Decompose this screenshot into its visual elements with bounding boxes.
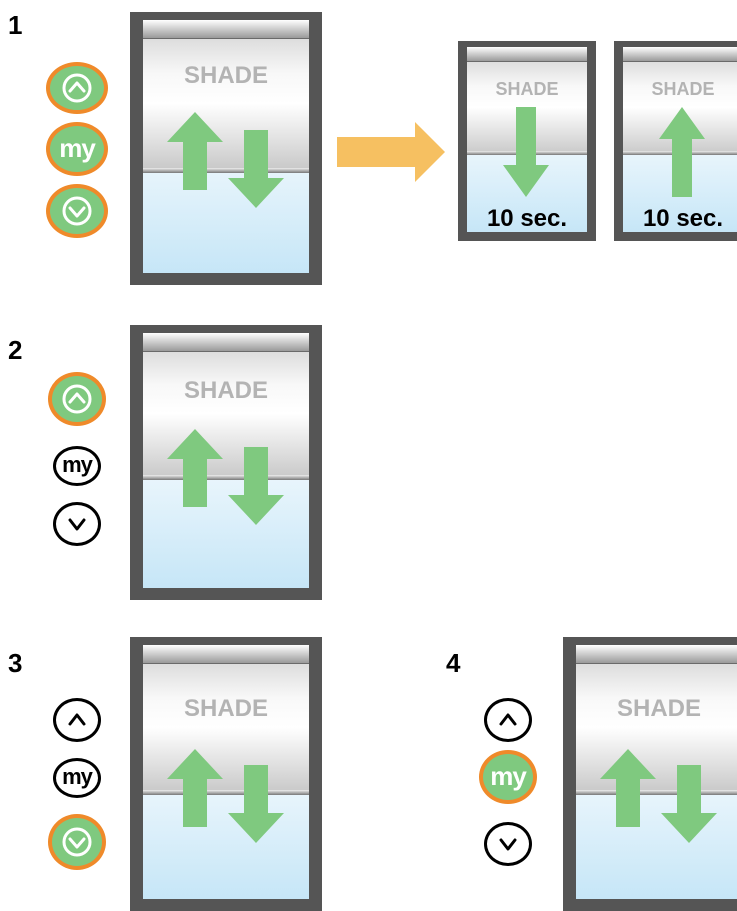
chevron-up-icon (68, 713, 86, 726)
transition-arrow-icon (337, 122, 445, 182)
chevron-up-icon (499, 713, 517, 726)
up-arrow-icon (600, 749, 656, 827)
chevron-down-icon (499, 838, 517, 851)
shade-window: SHADE (130, 637, 322, 911)
down-arrow-icon (228, 765, 284, 843)
step-number: 2 (8, 335, 23, 365)
up-button[interactable] (53, 698, 101, 742)
down-arrow-icon (503, 107, 549, 197)
chevron-down-icon (62, 827, 92, 857)
shade-label: SHADE (616, 695, 701, 722)
shade-label: SHADE (651, 79, 715, 99)
shade-label: SHADE (183, 695, 268, 722)
down-arrow-icon (228, 130, 284, 208)
down-button[interactable] (46, 184, 108, 238)
chevron-down-icon (62, 196, 92, 226)
up-button[interactable] (46, 62, 108, 114)
up-button[interactable] (484, 698, 532, 742)
down-arrow-icon (228, 447, 284, 525)
shade-window: SHADE (130, 325, 322, 600)
my-label: my (490, 760, 527, 791)
my-button[interactable]: my (46, 122, 108, 176)
timer-label: 10 sec. (642, 205, 724, 232)
shade-window: SHADE (563, 637, 737, 911)
timer-label: 10 sec. (486, 205, 568, 232)
up-arrow-icon (167, 429, 223, 507)
up-button[interactable] (48, 372, 106, 426)
shade-label: SHADE (495, 79, 559, 99)
my-label: my (62, 763, 93, 789)
shade-fabric (143, 22, 309, 170)
shade-window-up: SHADE 10 sec. (614, 41, 737, 241)
shade-label: SHADE (183, 62, 268, 89)
hem-bar (143, 168, 309, 173)
down-button[interactable] (48, 814, 106, 870)
shade-label: SHADE (183, 377, 268, 404)
down-button[interactable] (484, 822, 532, 866)
my-button[interactable]: my (53, 758, 101, 798)
my-label: my (62, 451, 93, 477)
chevron-down-icon (68, 518, 86, 531)
step-number: 4 (446, 648, 461, 678)
down-arrow-icon (661, 765, 717, 843)
step-number: 1 (8, 10, 23, 40)
up-arrow-icon (659, 107, 705, 197)
my-button[interactable]: my (53, 446, 101, 486)
step-number: 3 (8, 648, 23, 678)
up-arrow-icon (167, 112, 223, 190)
down-button[interactable] (53, 502, 101, 546)
shade-window-down: SHADE 10 sec. (458, 41, 596, 241)
chevron-up-icon (62, 73, 92, 103)
headrail (143, 20, 309, 39)
chevron-up-icon (62, 384, 92, 414)
my-button[interactable]: my (479, 750, 537, 804)
up-arrow-icon (167, 749, 223, 827)
shade-window: SHADE (130, 12, 322, 285)
my-label: my (59, 132, 96, 163)
